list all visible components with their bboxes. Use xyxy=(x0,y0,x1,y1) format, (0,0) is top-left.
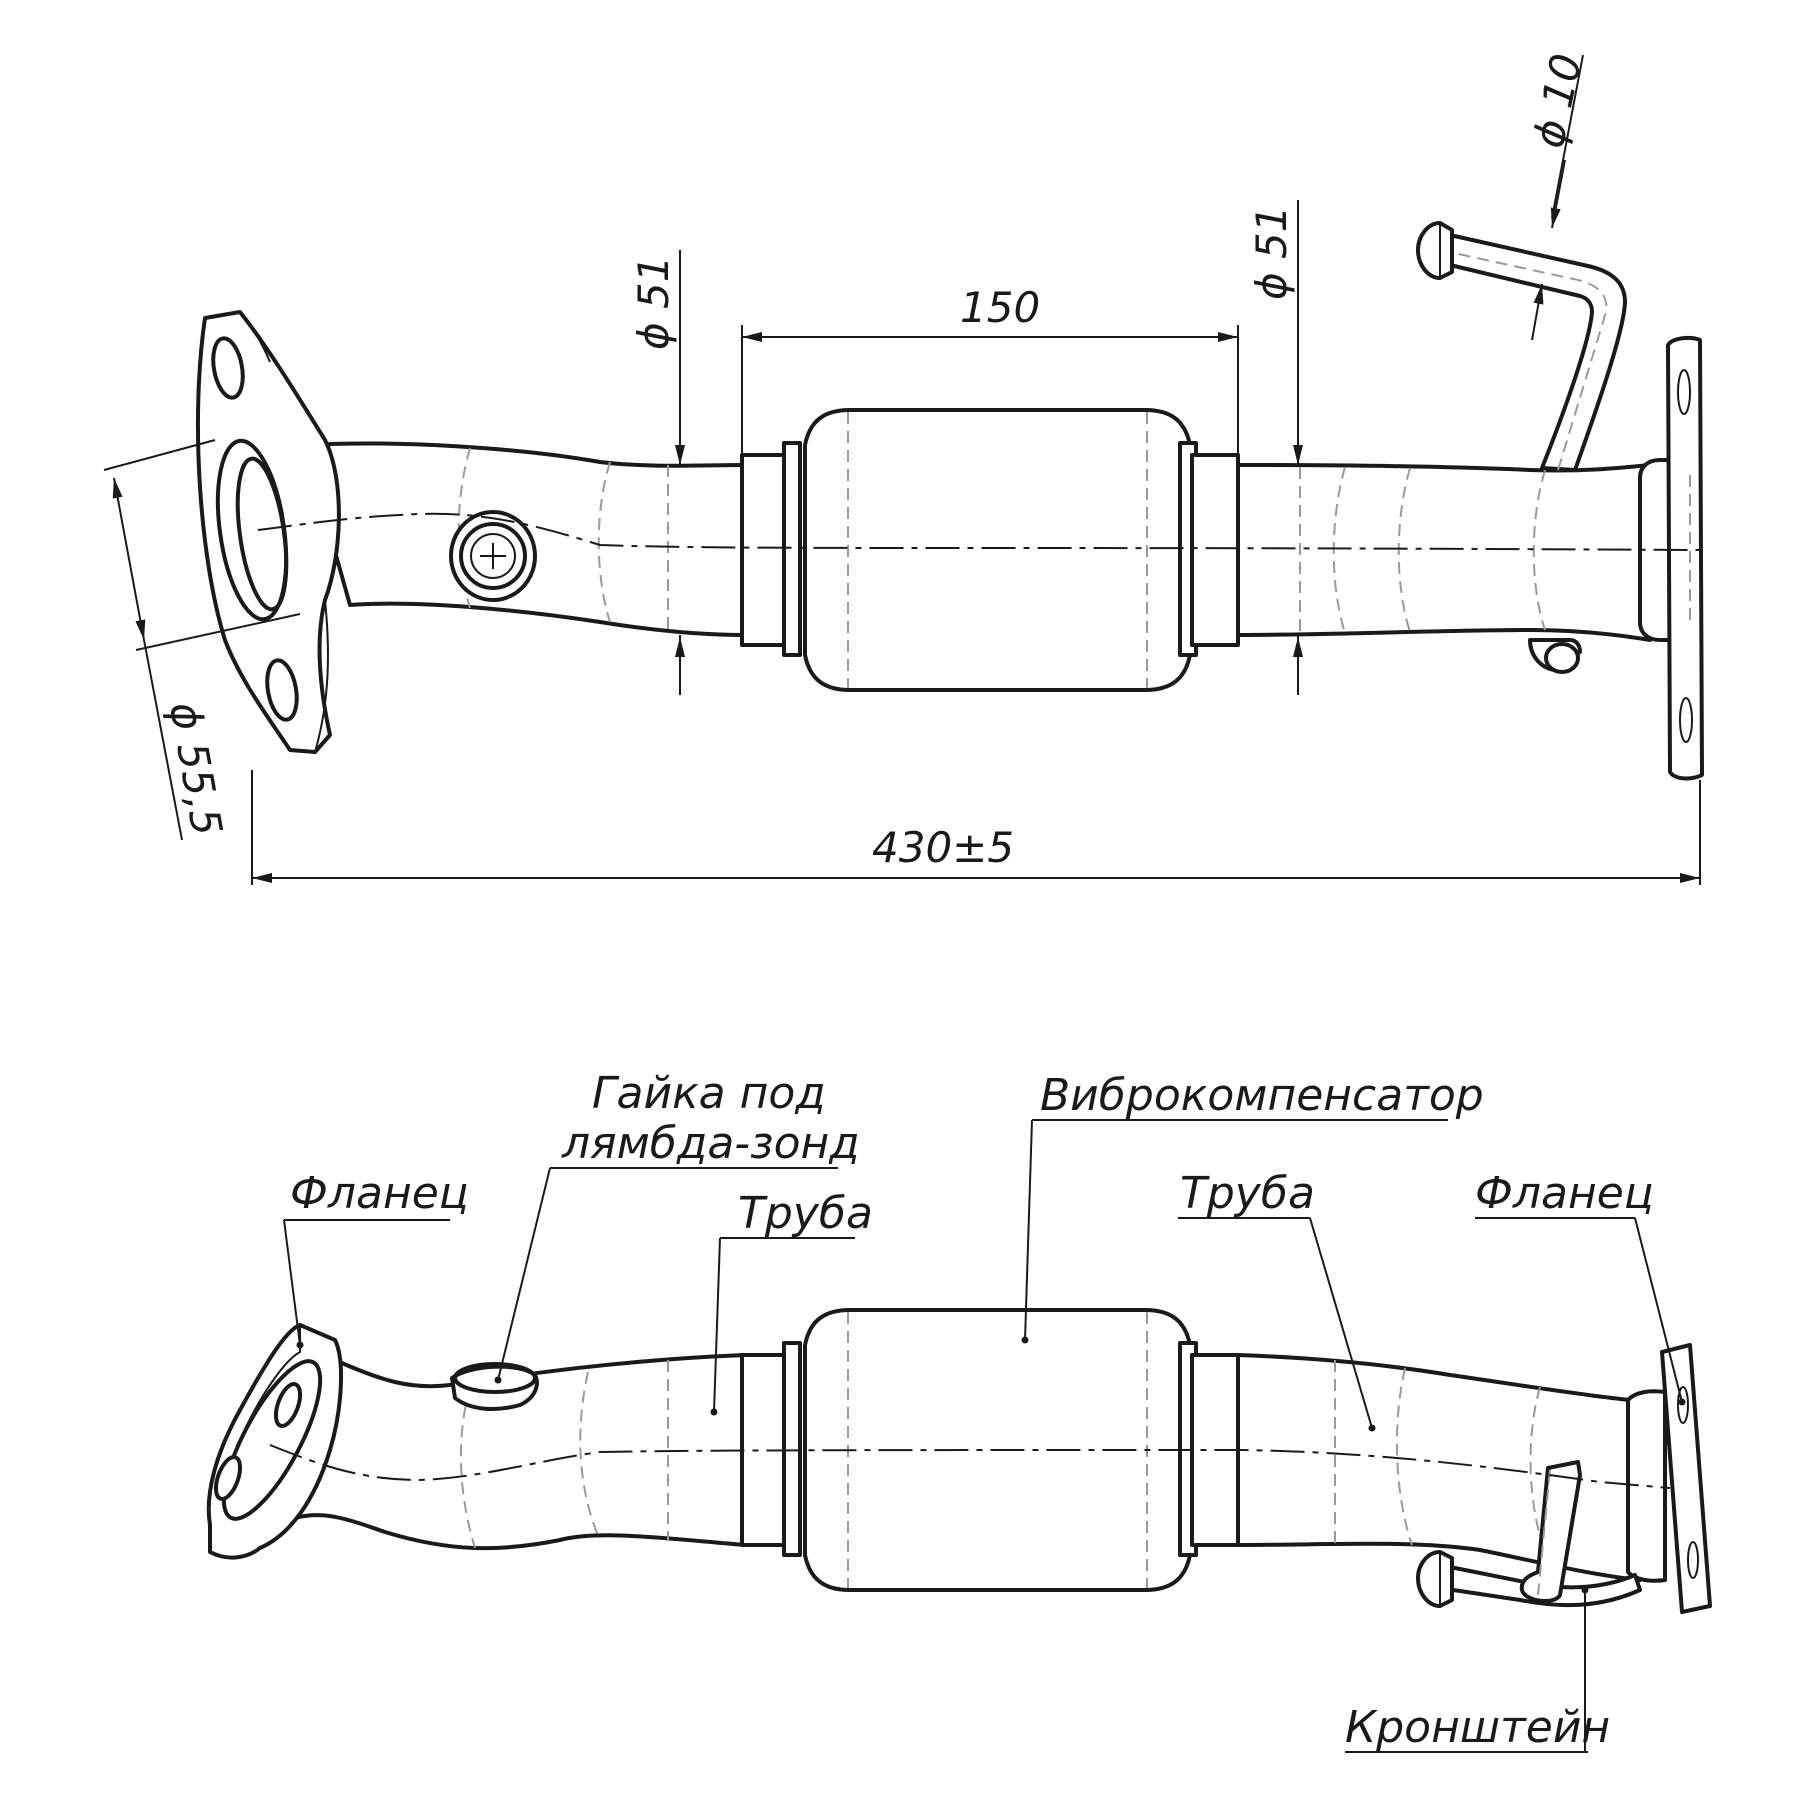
pipe-right-top xyxy=(1236,463,1652,642)
flange-right-bottom xyxy=(1626,1343,1712,1614)
dim-pipe-right-diameter: ϕ 51 xyxy=(1247,206,1296,301)
label-nut-line1: Гайка под xyxy=(592,1068,826,1119)
leaders-bottom xyxy=(283,1119,1686,1753)
label-compensator: Виброкомпенсатор xyxy=(1040,1070,1484,1121)
lambda-nut-top xyxy=(449,510,537,602)
flange-left-bottom xyxy=(206,1323,343,1560)
top-view: ϕ 55,5 ϕ 51 150 ϕ 51 ϕ 10 xyxy=(103,49,1704,885)
label-flange-right: Фланец xyxy=(1475,1168,1654,1219)
label-bracket: Кронштейн xyxy=(1345,1702,1610,1753)
flange-left-top xyxy=(195,310,341,754)
dim-compensator-length: 150 xyxy=(960,283,1040,332)
compensator-top xyxy=(740,408,1240,692)
flange-right-top xyxy=(1638,335,1704,781)
centerline-top xyxy=(257,512,1701,551)
label-nut-line2: лямбда-зонд xyxy=(561,1118,860,1169)
centerline-bottom xyxy=(269,1444,1671,1489)
bracket-bottom xyxy=(1416,1460,1642,1608)
bracket-top xyxy=(1416,221,1627,674)
label-pipe-right: Труба xyxy=(1180,1168,1315,1219)
pipe-left-bottom xyxy=(293,1353,747,1551)
label-flange-left: Фланец xyxy=(290,1168,469,1219)
dim-pipe-left-diameter: ϕ 51 xyxy=(629,256,678,351)
label-pipe-left: Труба xyxy=(738,1188,873,1239)
lambda-nut-bottom xyxy=(450,1362,539,1411)
dim-flange-diameter: ϕ 55,5 xyxy=(160,698,232,839)
dim-bracket-diameter: ϕ 10 xyxy=(1524,49,1592,152)
dim-total-length: 430±5 xyxy=(872,823,1014,872)
bottom-view: Фланец Гайка под лямбда-зонд Труба Вибро… xyxy=(206,1068,1712,1753)
labels-bottom: Фланец Гайка под лямбда-зонд Труба Вибро… xyxy=(290,1068,1654,1753)
